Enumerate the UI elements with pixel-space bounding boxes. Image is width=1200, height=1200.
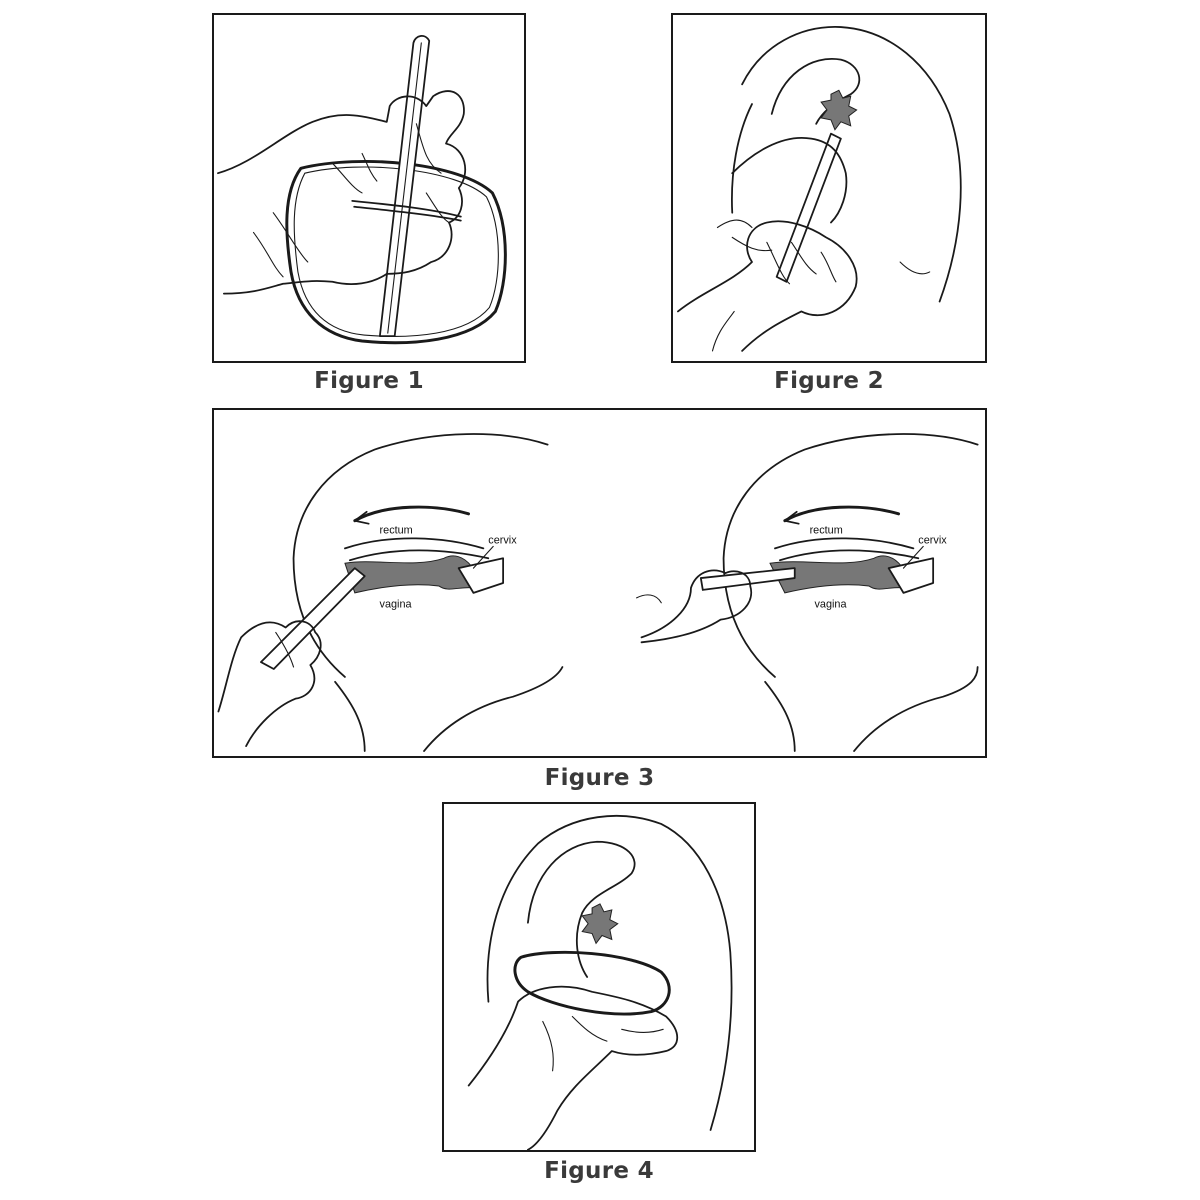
rectum-label-right: rectum — [810, 525, 843, 537]
anatomy-mark — [581, 903, 619, 945]
figure-3-caption: Figure 3 — [544, 765, 655, 791]
left-cross-section: rectum cervix vagina — [217, 433, 564, 752]
body-outline — [741, 26, 962, 303]
diaphragm-ring — [285, 160, 507, 345]
hand-holding-applicator-illustration — [217, 35, 507, 345]
upper-hand — [731, 136, 848, 224]
cervix-label-right: cervix — [918, 534, 947, 546]
lower-hand — [677, 220, 858, 352]
vagina-label-right: vagina — [815, 599, 848, 611]
cross-section-illustrations: rectum cervix vagina rectum cervix vagin… — [217, 433, 979, 752]
applicator-left — [260, 567, 366, 670]
hand-right — [640, 569, 753, 644]
figure-4-caption: Figure 4 — [544, 1158, 654, 1184]
applicator — [775, 132, 842, 283]
figure-3-panel: rectum cervix vagina rectum cervix vagin… — [212, 408, 987, 758]
body-outline — [486, 815, 733, 1131]
vagina-label-left: vagina — [380, 599, 413, 611]
rectum-label-left: rectum — [380, 525, 413, 537]
hand-left — [217, 620, 322, 748]
figure-1-caption: Figure 1 — [314, 368, 424, 394]
figure-2-panel — [671, 13, 987, 363]
cervix-label-left: cervix — [488, 534, 517, 546]
insertion-illustration — [677, 26, 962, 352]
hand — [467, 985, 679, 1150]
anatomy-mark — [820, 89, 858, 131]
figure-2-caption: Figure 2 — [774, 368, 884, 394]
right-cross-section: rectum cervix vagina — [636, 433, 979, 752]
hand — [217, 90, 467, 295]
figure-1-panel — [212, 13, 526, 363]
figure-4-panel — [442, 802, 756, 1152]
placement-illustration — [467, 815, 733, 1150]
diaphragm-ring — [513, 950, 671, 1016]
vaginal-canal — [344, 555, 477, 594]
